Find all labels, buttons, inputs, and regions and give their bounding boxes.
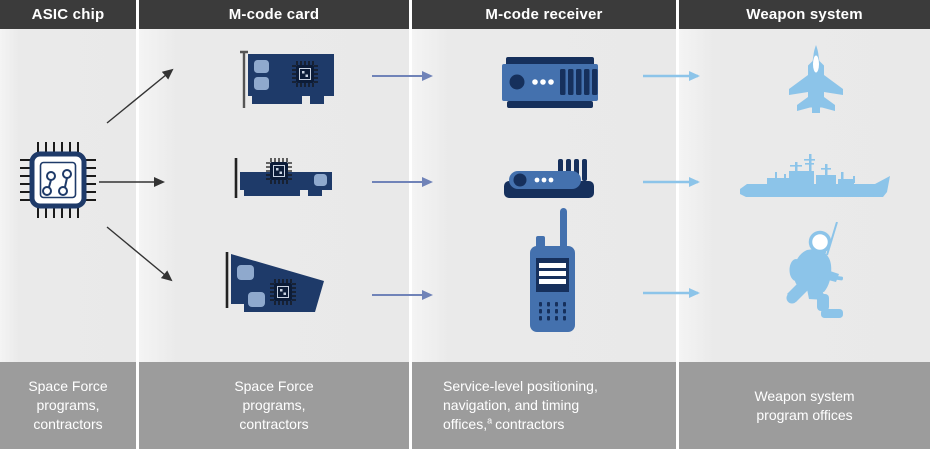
footer-line: program offices [756,406,853,423]
chip-on-card-icon [292,61,318,87]
header-m-code-receiver: M-code receiver [412,0,676,29]
handheld-radio-icon [525,206,583,334]
footer-line: programs, [36,397,100,413]
soldier-icon [779,222,847,324]
footer-line: programs, [242,397,306,413]
footer-weapon-system: Weapon system program offices [679,362,930,449]
footer-line: Service-level positioning, [443,378,598,394]
chip-on-card-icon [266,158,292,184]
footer-m-code-receiver: Service-level positioning, navigation, a… [412,362,676,449]
rack-mount-receiver-icon [500,55,600,111]
compact-receiver-icon [502,157,596,203]
footer-line: Space Force [28,378,108,394]
footer-line: contractors [239,416,309,432]
footer-line: Weapon system [754,387,855,404]
header-weapon-system: Weapon system [679,0,930,29]
low-profile-pci-card-icon [230,156,338,202]
footer-line: contractors [33,416,103,432]
microchip-icon [18,140,98,220]
footer-line: Space Force [234,378,314,394]
header-asic-chip: ASIC chip [0,0,136,29]
navy-ship-icon [737,151,893,198]
footer-m-code-card: Space Force programs, contractors [139,362,409,449]
header-m-code-card: M-code card [139,0,409,29]
fighter-jet-icon [776,44,856,118]
embedded-module-card-icon [222,248,328,318]
footer-asic-chip: Space Force programs, contractors [0,362,136,449]
full-height-pci-card-icon [236,50,338,112]
chip-on-card-icon [270,279,296,305]
footer-line: navigation, and timing [443,397,580,413]
footnote-marker: a [487,415,493,426]
